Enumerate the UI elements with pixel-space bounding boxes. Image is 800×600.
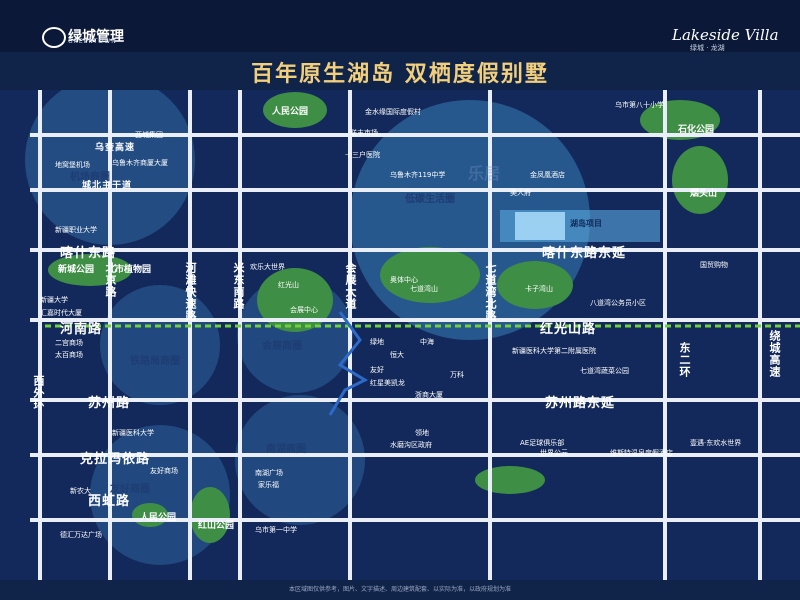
road-hongguang: 红光山路 bbox=[540, 322, 597, 337]
park-renmin2: 人民公园 bbox=[140, 513, 177, 523]
poi-label: 卡子湾山 bbox=[525, 285, 553, 293]
road-hetan: 河滩快速路 bbox=[184, 262, 197, 322]
road-beijing: 北京路 bbox=[104, 262, 117, 298]
district-youhao: 友好商圈 bbox=[110, 484, 150, 495]
district-ditiju: 低碳生活圈 bbox=[405, 194, 455, 205]
poi-label: 友好 bbox=[370, 366, 384, 374]
greentown-logo-icon bbox=[42, 27, 66, 48]
poi-label: 汇嘉时代大厦 bbox=[40, 309, 82, 317]
poi-label: 十三户医院 bbox=[345, 151, 380, 159]
road-dongerhuan: 东二环 bbox=[678, 342, 691, 378]
road-suzhou: 苏州路 bbox=[88, 396, 131, 411]
brand-subtext: 绿城 · 龙湖 bbox=[690, 44, 725, 52]
poi-label: 八道湾公务员小区 bbox=[590, 299, 646, 307]
poi-label: 友好商场 bbox=[150, 467, 178, 475]
poi-label: 乌市第一中学 bbox=[255, 526, 297, 534]
poi-label: 地窝堡机场 bbox=[55, 161, 90, 169]
park-shihua: 石化公园 bbox=[678, 125, 715, 135]
road-chengbei: 城北主干道 bbox=[82, 181, 133, 191]
poi-label: 金水缘国际度假村 bbox=[365, 108, 421, 116]
poi-label: 二宫商场 bbox=[55, 339, 83, 347]
road-qidaowan: 七道湾北路 bbox=[484, 262, 497, 322]
poi-label: 会展中心 bbox=[290, 306, 318, 314]
poi-label: 家乐福 bbox=[258, 481, 279, 489]
poi-label: 维斯特温泉度假酒店 bbox=[610, 449, 673, 457]
poi-label: 水磨沟区政府 bbox=[390, 441, 432, 449]
brand-script: Lakeside Villa bbox=[672, 26, 779, 44]
poi-label: 新疆医科大学第二附属医院 bbox=[512, 347, 596, 355]
poi-label: 新疆大学 bbox=[40, 296, 68, 304]
poi-label: 奥体中心 bbox=[390, 276, 418, 284]
road-airport: 乌奎高速 bbox=[95, 143, 136, 153]
park-shizhiwu: 市植物园 bbox=[115, 265, 152, 275]
poi-label: 国贸购物 bbox=[700, 261, 728, 269]
road-kashi: 喀什东路 bbox=[60, 246, 117, 261]
watermark: 乐居 bbox=[468, 164, 501, 183]
header-bar: 绿城管理 GREENTOWN Lakeside Villa 绿城 · 龙湖 bbox=[0, 0, 800, 52]
poi-label: 世界公元 bbox=[540, 449, 568, 457]
poi-label: 七道湾山 bbox=[410, 285, 438, 293]
poi-label: 联丰市场 bbox=[350, 129, 378, 137]
poi-label: 红星美凯龙 bbox=[370, 379, 405, 387]
poi-label: 西城集团 bbox=[135, 131, 163, 139]
poi-label: 中海 bbox=[420, 338, 434, 346]
poi-label: 新疆职业大学 bbox=[55, 226, 97, 234]
road-henan: 河南路 bbox=[60, 322, 103, 337]
poi-label: 乌鲁木齐119中学 bbox=[390, 171, 446, 179]
poi-label: 乌鲁木齐商厦大厦 bbox=[112, 159, 168, 167]
poi-label: AE足球俱乐部 bbox=[520, 439, 565, 447]
poi-label: 太百商场 bbox=[55, 351, 83, 359]
poi-label: 德汇万达广场 bbox=[60, 531, 102, 539]
poi-label: 美人府 bbox=[510, 189, 531, 197]
poi-label: 金凤凰酒店 bbox=[530, 171, 565, 179]
map-svg bbox=[25, 90, 800, 580]
poi-label: 壹遇·东欢水世界 bbox=[690, 439, 742, 447]
road-midong: 米东南路 bbox=[232, 262, 245, 310]
district-tielu: 铁路局商圈 bbox=[130, 356, 180, 367]
map-area: 机场商圈 低碳生活圈 铁路局商圈 南湖商圈 友好商圈 会展商圈 人民公园 石化公… bbox=[0, 90, 800, 580]
road-huizhan: 会展大道 bbox=[344, 262, 357, 310]
logo-subtext: GREENTOWN bbox=[68, 38, 117, 45]
poi-label: 万科 bbox=[450, 371, 464, 379]
poi-label: 红光山 bbox=[278, 281, 299, 289]
project-label: 湖岛项目 bbox=[570, 219, 602, 228]
poi-label: 恒大 bbox=[390, 351, 404, 359]
poi-label: 南湖广场 bbox=[255, 469, 283, 477]
district-huizhan: 会展商圈 bbox=[262, 341, 302, 352]
poi-label: 领地 bbox=[415, 429, 429, 437]
road-kelamayi: 克拉玛依路 bbox=[80, 452, 151, 467]
poi-label: 新农大 bbox=[70, 487, 91, 495]
footer-disclaimer: 本区域图仅供参考，图片、文字描述、周边建筑配套、以实际为准，以政府规划为准 bbox=[288, 586, 511, 593]
park-renmin: 人民公园 bbox=[272, 107, 309, 117]
district-jichang: 机场商圈 bbox=[70, 172, 110, 183]
park-hongshan: 红山公园 bbox=[198, 521, 235, 531]
road-kashi-east: 喀什东路东延 bbox=[542, 246, 627, 261]
road-suzhou-east: 苏州路东延 bbox=[545, 396, 616, 411]
headline: 百年原生湖岛 双栖度假别墅 bbox=[251, 61, 549, 87]
poi-label: 乌市第八十小学 bbox=[615, 101, 664, 109]
poi-label: 七道湾蔬菜公园 bbox=[580, 367, 629, 375]
road-xihong: 西虹路 bbox=[88, 494, 131, 509]
park-yantoushan: 烟头山 bbox=[690, 189, 718, 199]
district-nanhu: 南湖商圈 bbox=[266, 444, 306, 455]
road-raocheng: 绕城高速 bbox=[768, 330, 781, 378]
road-xiwaihuan: 西外环 bbox=[32, 375, 45, 411]
logo-text: 绿城管理 bbox=[68, 29, 124, 45]
poi-label: 新疆医科大学 bbox=[112, 429, 154, 437]
poi-label: 浙商大厦 bbox=[415, 391, 443, 399]
poi-label: 绿地 bbox=[370, 338, 384, 346]
poi-label: 欢乐大世界 bbox=[250, 263, 285, 271]
park-xincheng: 新城公园 bbox=[58, 265, 95, 275]
